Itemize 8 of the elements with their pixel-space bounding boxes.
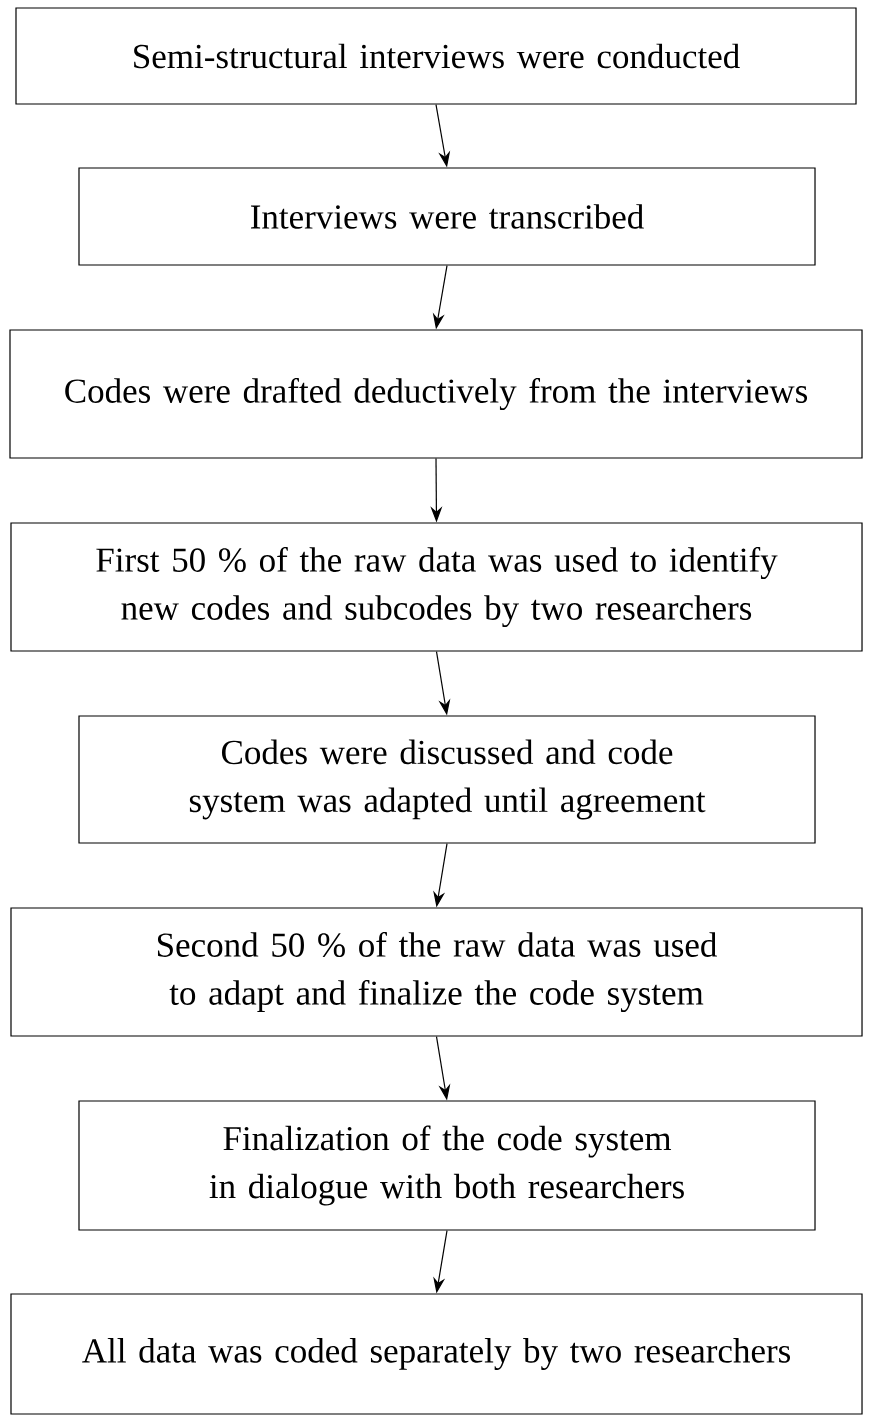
process-box: Interviews were transcribed xyxy=(78,167,816,266)
process-box: Second 50 % of the raw data was used to adapt and finalize the code system xyxy=(10,907,863,1037)
process-box: Semi-structural interviews were conducted xyxy=(15,7,857,105)
process-box: All data was coded separately by two researchers xyxy=(10,1293,863,1415)
process-box: Codes were drafted deductively from the interviews xyxy=(9,329,863,459)
process-box: Finalization of the code system in dialogue with both researchers xyxy=(78,1100,816,1231)
process-box: First 50 % of the raw data was used to identify new codes and subcodes by two researchers xyxy=(10,522,863,652)
process-box: Codes were discussed and code system was adapted until agreement xyxy=(78,715,816,844)
